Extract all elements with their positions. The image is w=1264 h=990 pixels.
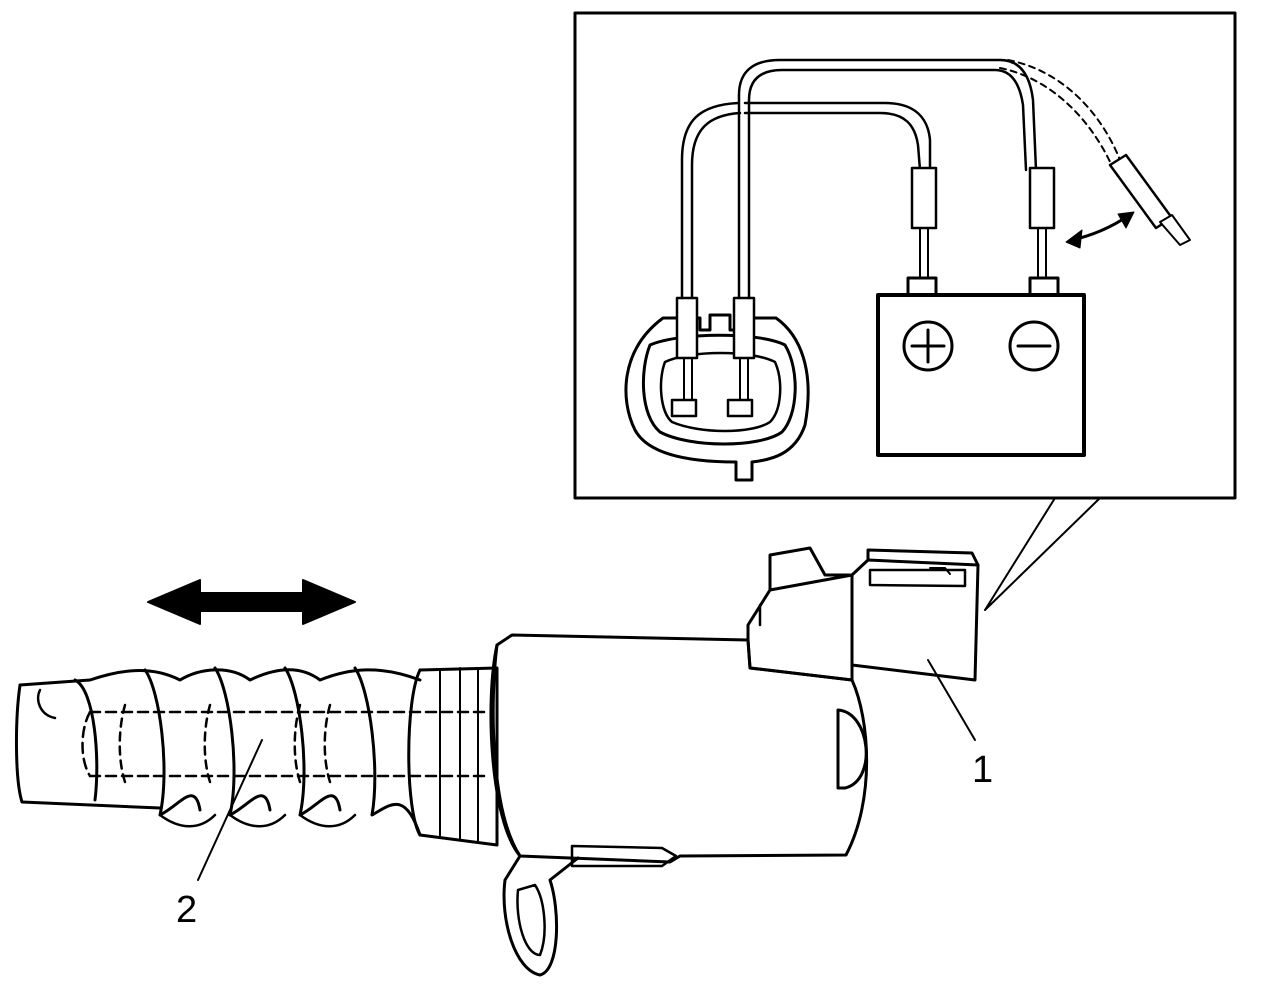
connector-test-leads [675, 58, 1038, 360]
valve-sleeve [14, 666, 499, 847]
negative-terminal-symbol [1008, 320, 1060, 372]
callout-1: 1 [972, 749, 993, 791]
connector-face [624, 313, 810, 482]
callout-leaders [197, 659, 976, 881]
positive-terminal-symbol [902, 320, 954, 372]
valve-body [489, 546, 980, 977]
callout-2: 2 [176, 889, 197, 931]
battery [876, 166, 1086, 457]
inset-detail-box [573, 11, 1237, 611]
alternate-lead-position [999, 59, 1191, 249]
spool-movement-arrow [147, 579, 356, 625]
